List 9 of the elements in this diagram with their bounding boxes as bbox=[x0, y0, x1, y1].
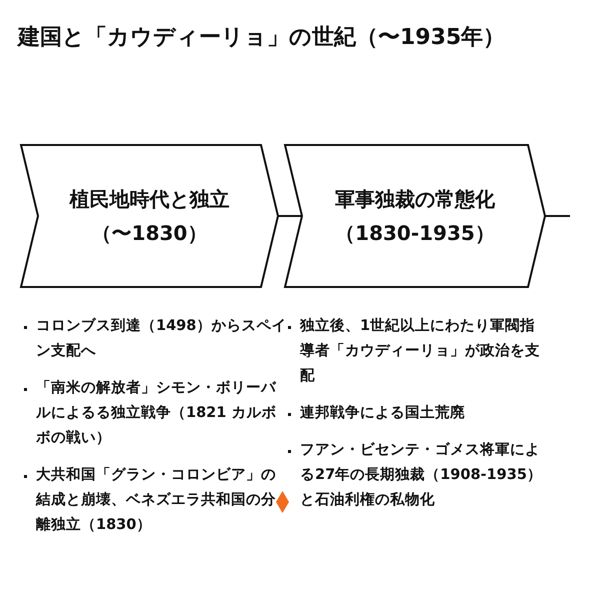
connector-line bbox=[545, 215, 570, 217]
stage-heading: 植民地時代と独立 bbox=[68, 186, 230, 213]
chevron-shape bbox=[21, 145, 278, 287]
stage-heading: 軍事独裁の常態化 bbox=[334, 186, 496, 213]
diagram-title: 建国と「カウディーリョ」の世紀（〜1935年） bbox=[18, 24, 506, 52]
chevron-shape bbox=[285, 145, 545, 287]
connector-line bbox=[278, 215, 302, 217]
period-text: （1830-1935） bbox=[334, 220, 496, 247]
period-text: （〜1830） bbox=[90, 220, 208, 247]
